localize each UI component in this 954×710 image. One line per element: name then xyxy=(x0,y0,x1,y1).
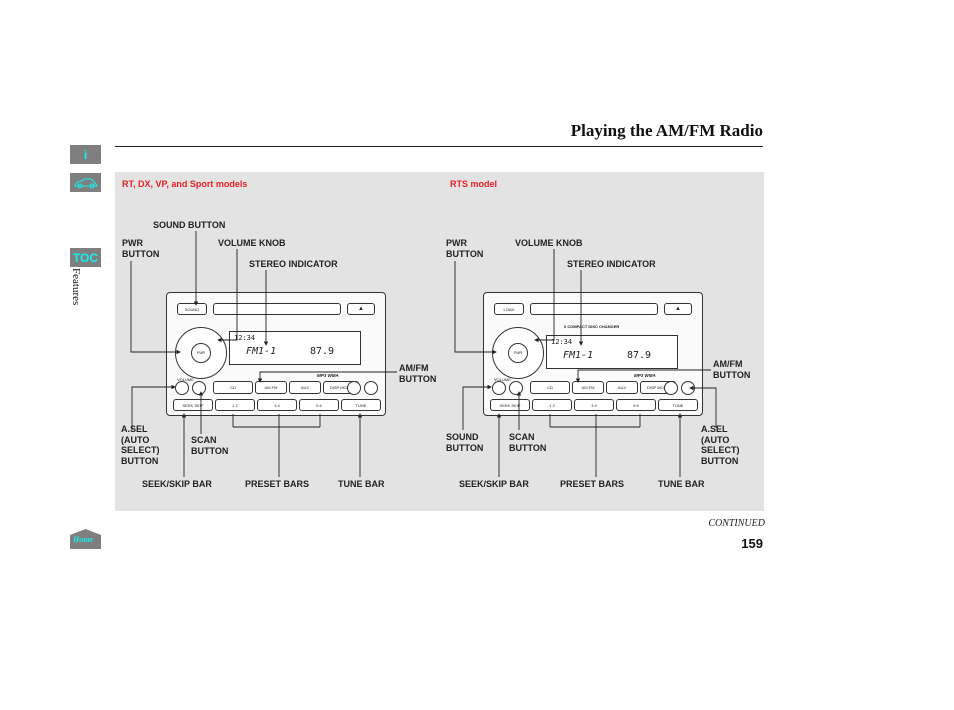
preset-bar-5-6[interactable]: 5 6 xyxy=(616,399,656,411)
home-button[interactable]: Home xyxy=(70,529,101,549)
pwr-button[interactable]: PWR xyxy=(191,343,211,363)
button-aux[interactable]: AUX xyxy=(606,381,638,394)
button-cd[interactable]: CD xyxy=(213,381,253,394)
label-seek-skip-bar: SEEK/SKIP BAR xyxy=(459,479,529,489)
preset-bar-1-2[interactable]: 1 2 xyxy=(532,399,572,411)
label-tune-bar: TUNE BAR xyxy=(658,479,705,489)
continued-note: CONTINUED xyxy=(708,518,765,529)
model-heading-left: RT, DX, VP, and Sport models xyxy=(122,179,248,189)
label-preset-bars: PRESET BARS xyxy=(245,479,310,489)
folder-down-button[interactable] xyxy=(347,381,361,395)
label-sound-button: SOUND BUTTON xyxy=(446,432,484,453)
display-frequency: 87.9 xyxy=(310,346,335,357)
label-preset-bars: PRESET BARS xyxy=(560,479,625,489)
button-am-fm[interactable]: AM FM xyxy=(255,381,287,394)
label-stereo-indicator: STEREO INDICATOR xyxy=(567,259,656,269)
label-scan-button: SCAN BUTTON xyxy=(509,432,547,453)
label-volume-knob: VOLUME KNOB xyxy=(218,238,286,248)
label-scan-button: SCAN BUTTON xyxy=(191,435,229,456)
eject-button[interactable]: ▲ xyxy=(347,303,375,315)
disc-slot xyxy=(530,303,658,315)
asel-button[interactable] xyxy=(492,381,506,395)
label-asel-button: A.SEL (AUTO SELECT) BUTTON xyxy=(701,424,740,466)
preset-bar-3-4[interactable]: 3 4 xyxy=(574,399,614,411)
seek-skip-bar[interactable]: SEEK SKIP xyxy=(490,399,530,411)
label-stereo-indicator: STEREO INDICATOR xyxy=(249,259,338,269)
label-volume-knob: VOLUME KNOB xyxy=(515,238,583,248)
label-pwr-button: PWR BUTTON xyxy=(122,238,160,259)
radio-unit-rts: LOAD ▲ 6 COMPACT DISC CHANGER PWR VOLUME 12:3… xyxy=(483,292,703,416)
pwr-button[interactable]: PWR xyxy=(508,343,528,363)
preset-bar-5-6[interactable]: 5 6 xyxy=(299,399,339,411)
toc-button[interactable]: TOC xyxy=(70,248,101,267)
display-clock: 12:34 xyxy=(551,338,573,346)
sound-button[interactable]: SOUND xyxy=(177,303,207,315)
button-cd[interactable]: CD xyxy=(530,381,570,394)
display-band: FM1-1 xyxy=(563,350,594,361)
format-label: MP3 WMA xyxy=(634,373,656,378)
page-number: 159 xyxy=(741,536,763,551)
display-frequency: 87.9 xyxy=(627,350,652,361)
tune-bar[interactable]: TUNE xyxy=(341,399,381,411)
display-clock: 12:34 xyxy=(234,334,256,342)
volume-label: VOLUME xyxy=(494,377,511,382)
volume-label: VOLUME xyxy=(177,377,194,382)
label-tune-bar: TUNE BAR xyxy=(338,479,385,489)
car-icon[interactable] xyxy=(70,173,101,192)
home-label: Home xyxy=(73,535,93,544)
title-rule xyxy=(115,146,763,147)
button-am-fm[interactable]: AM FM xyxy=(572,381,604,394)
label-pwr-button: PWR BUTTON xyxy=(446,238,484,259)
label-sound-button: SOUND BUTTON xyxy=(153,220,226,230)
button-aux[interactable]: AUX xyxy=(289,381,321,394)
info-icon[interactable]: i xyxy=(70,145,101,164)
preset-bar-1-2[interactable]: 1 2 xyxy=(215,399,255,411)
label-amfm-button: AM/FM BUTTON xyxy=(713,359,751,380)
load-button[interactable]: LOAD xyxy=(494,303,524,315)
page-title: Playing the AM/FM Radio xyxy=(570,121,763,140)
preset-bar-3-4[interactable]: 3 4 xyxy=(257,399,297,411)
section-label: Features xyxy=(70,268,82,306)
changer-label: 6 COMPACT DISC CHANGER xyxy=(564,324,620,329)
seek-skip-bar[interactable]: SEEK SKIP xyxy=(173,399,213,411)
eject-button[interactable]: ▲ xyxy=(664,303,692,315)
label-asel-button: A.SEL (AUTO SELECT) BUTTON xyxy=(121,424,160,466)
folder-down-button[interactable] xyxy=(664,381,678,395)
format-label: MP3 WMA xyxy=(317,373,339,378)
disc-slot xyxy=(213,303,341,315)
folder-up-button[interactable] xyxy=(364,381,378,395)
tune-bar[interactable]: TUNE xyxy=(658,399,698,411)
label-seek-skip-bar: SEEK/SKIP BAR xyxy=(142,479,212,489)
label-amfm-button: AM/FM BUTTON xyxy=(399,363,437,384)
model-heading-right: RTS model xyxy=(450,179,498,189)
display-band: FM1-1 xyxy=(246,346,277,357)
